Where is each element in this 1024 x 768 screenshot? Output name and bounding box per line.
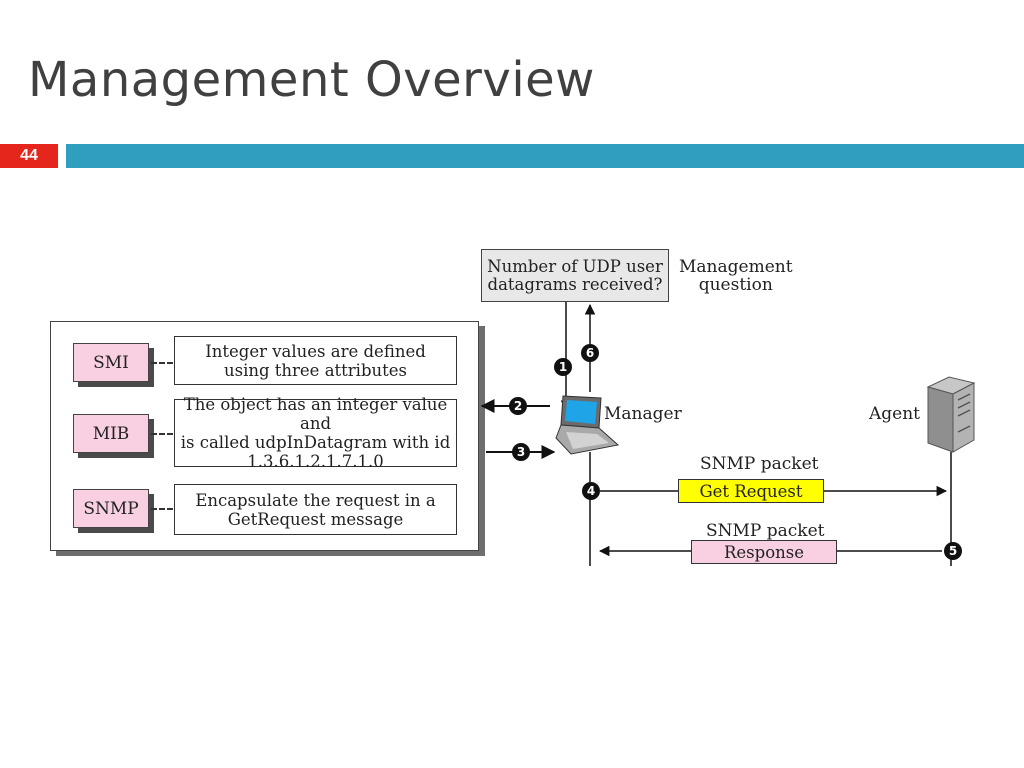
step-2-marker: 2 <box>509 397 527 415</box>
mib-connector <box>151 433 173 435</box>
snmp-description-line: Encapsulate the request in a <box>195 490 436 510</box>
get-request-packet: Get Request <box>678 479 824 503</box>
question-line: datagrams received? <box>487 274 663 294</box>
mib-tag: MIB <box>73 414 149 453</box>
mib-description-line: is called udpInDatagram with id <box>180 433 451 452</box>
snmp-connector <box>151 508 173 510</box>
step-3-marker: 3 <box>512 443 530 461</box>
snmp-description: Encapsulate the request in a GetRequest … <box>174 484 457 535</box>
server-icon <box>926 376 976 453</box>
smi-tag: SMI <box>73 343 149 382</box>
question-line: Number of UDP user <box>487 256 663 276</box>
page-number-badge: 44 <box>0 144 58 168</box>
title-accent-bar <box>66 144 1024 168</box>
snmp-tag: SNMP <box>73 489 149 528</box>
manager-label: Manager <box>604 404 682 424</box>
step-4-marker: 4 <box>582 482 600 500</box>
question-label-line: Management <box>679 257 793 277</box>
management-question-label: Management question <box>679 258 793 294</box>
mib-description: The object has an integer value and is c… <box>174 395 457 471</box>
step-5-marker: 5 <box>944 542 962 560</box>
agent-label: Agent <box>869 404 920 424</box>
step-6-marker: 6 <box>581 344 599 362</box>
mib-description-line: The object has an integer value and <box>183 395 448 433</box>
smi-description-line: using three attributes <box>223 360 408 380</box>
smi-connector <box>151 362 173 364</box>
slide-title: Management Overview <box>28 52 595 108</box>
response-packet: Response <box>691 540 837 564</box>
smi-description: Integer values are defined using three a… <box>174 336 457 385</box>
smi-description-line: Integer values are defined <box>205 341 426 361</box>
question-label-line: question <box>698 275 773 295</box>
laptop-icon <box>555 395 620 455</box>
snmp-description-line: GetRequest message <box>227 509 404 529</box>
get-request-caption: SNMP packet <box>700 454 819 474</box>
step-1-marker: 1 <box>554 358 572 376</box>
response-caption: SNMP packet <box>706 521 825 541</box>
mib-description-line: 1.3.6.1.2.1.7.1.0 <box>247 452 384 471</box>
management-question-box: Number of UDP user datagrams received? <box>481 249 669 302</box>
